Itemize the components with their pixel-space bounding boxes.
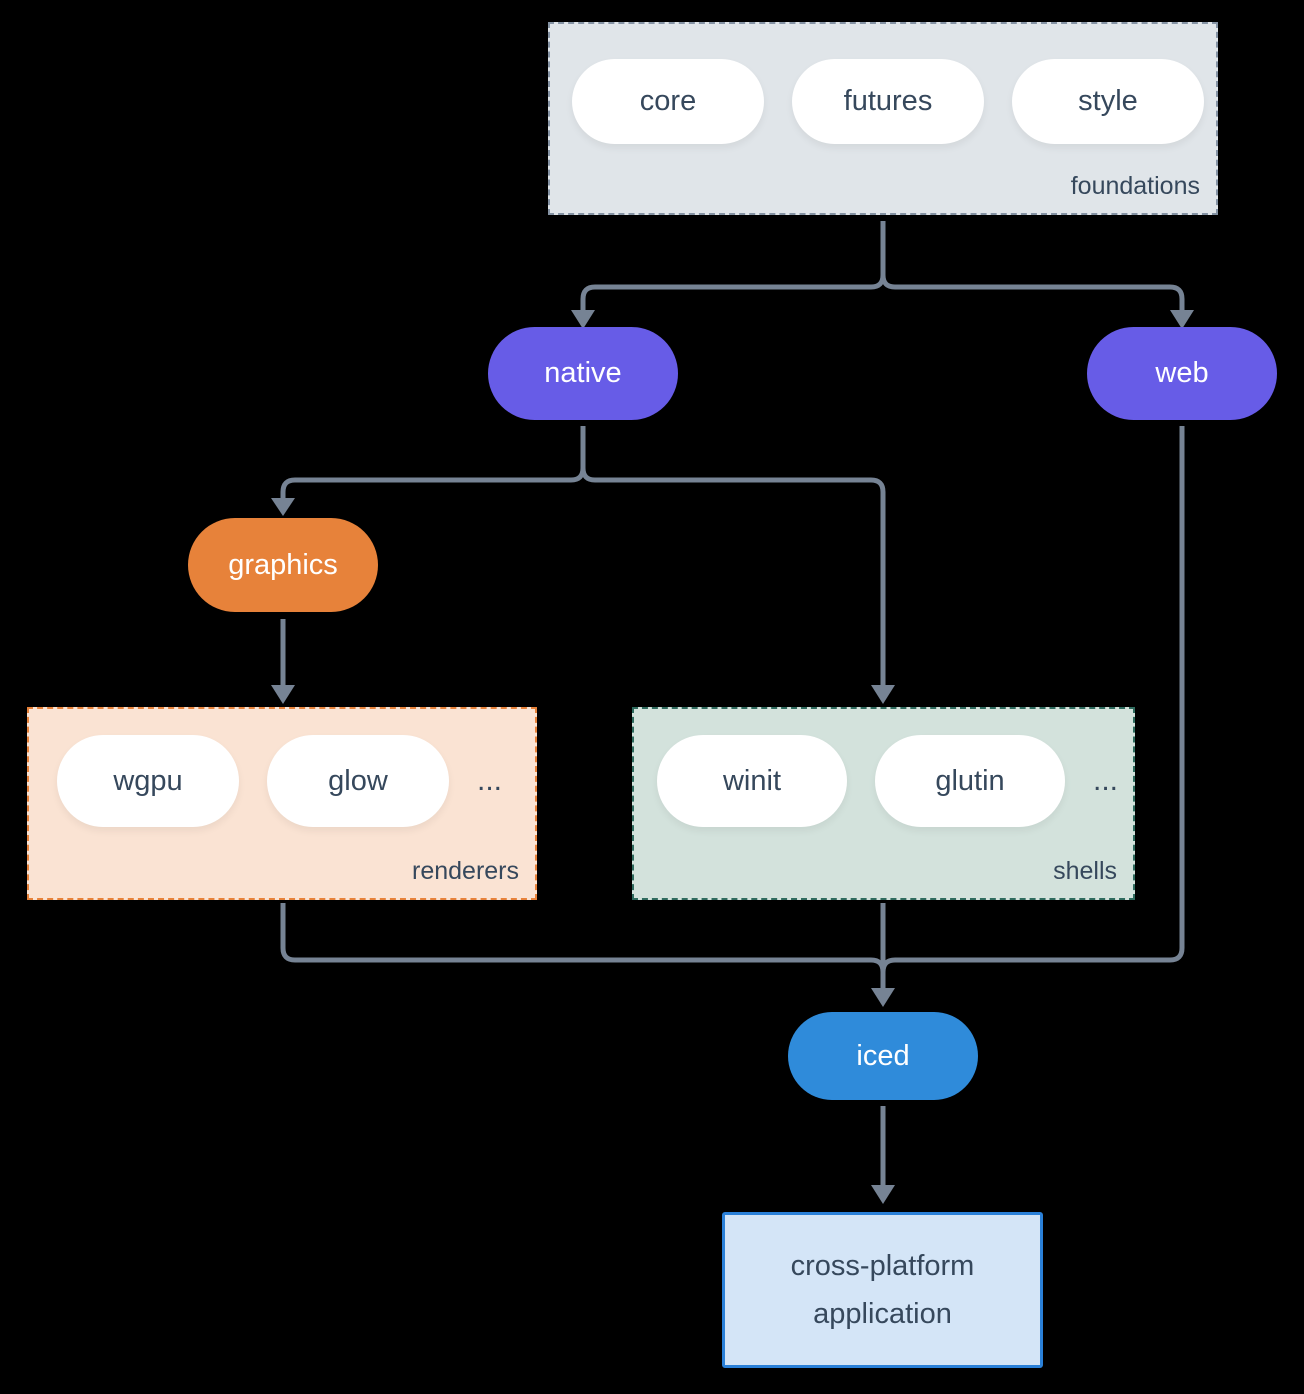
shells-label: shells	[1053, 857, 1117, 885]
node-cross-platform-application: cross-platform application	[722, 1212, 1043, 1368]
renderers-group: wgpu glow ... renderers	[27, 707, 537, 900]
renderers-pill-row: wgpu glow ...	[57, 735, 502, 827]
node-core: core	[572, 59, 764, 144]
foundations-group: core futures style foundations	[548, 22, 1218, 215]
edge-native-graphics	[280, 426, 586, 500]
edge-foundations-native	[580, 221, 886, 312]
node-winit: winit	[657, 735, 847, 827]
node-glow: glow	[267, 735, 449, 827]
edge-renderers-iced	[280, 903, 886, 990]
edge-foundations-web	[880, 221, 1185, 312]
shells-pill-row: winit glutin ...	[657, 735, 1118, 827]
application-line-2: application	[813, 1298, 952, 1330]
node-web: web	[1087, 327, 1277, 420]
arrowhead-iced	[871, 988, 895, 1007]
edge-native-shells	[580, 426, 886, 687]
node-iced: iced	[788, 1012, 978, 1100]
arrowhead-web	[1170, 310, 1194, 329]
foundations-label: foundations	[1070, 172, 1200, 200]
arrowhead-renderers	[271, 685, 295, 704]
node-futures: futures	[792, 59, 984, 144]
renderers-label: renderers	[412, 857, 519, 885]
shells-ellipsis: ...	[1093, 764, 1119, 797]
arrowhead-native	[571, 310, 595, 329]
foundations-pill-row: core futures style	[572, 59, 1204, 144]
node-style: style	[1012, 59, 1204, 144]
renderers-ellipsis: ...	[477, 764, 503, 797]
arrowhead-application	[871, 1185, 895, 1204]
node-graphics: graphics	[188, 518, 378, 612]
arrowhead-graphics	[271, 498, 295, 516]
node-wgpu: wgpu	[57, 735, 239, 827]
shells-group: winit glutin ... shells	[632, 707, 1135, 900]
node-glutin: glutin	[875, 735, 1065, 827]
node-native: native	[488, 327, 678, 420]
application-line-1: cross-platform	[790, 1250, 975, 1282]
arrowhead-shells	[871, 685, 895, 704]
